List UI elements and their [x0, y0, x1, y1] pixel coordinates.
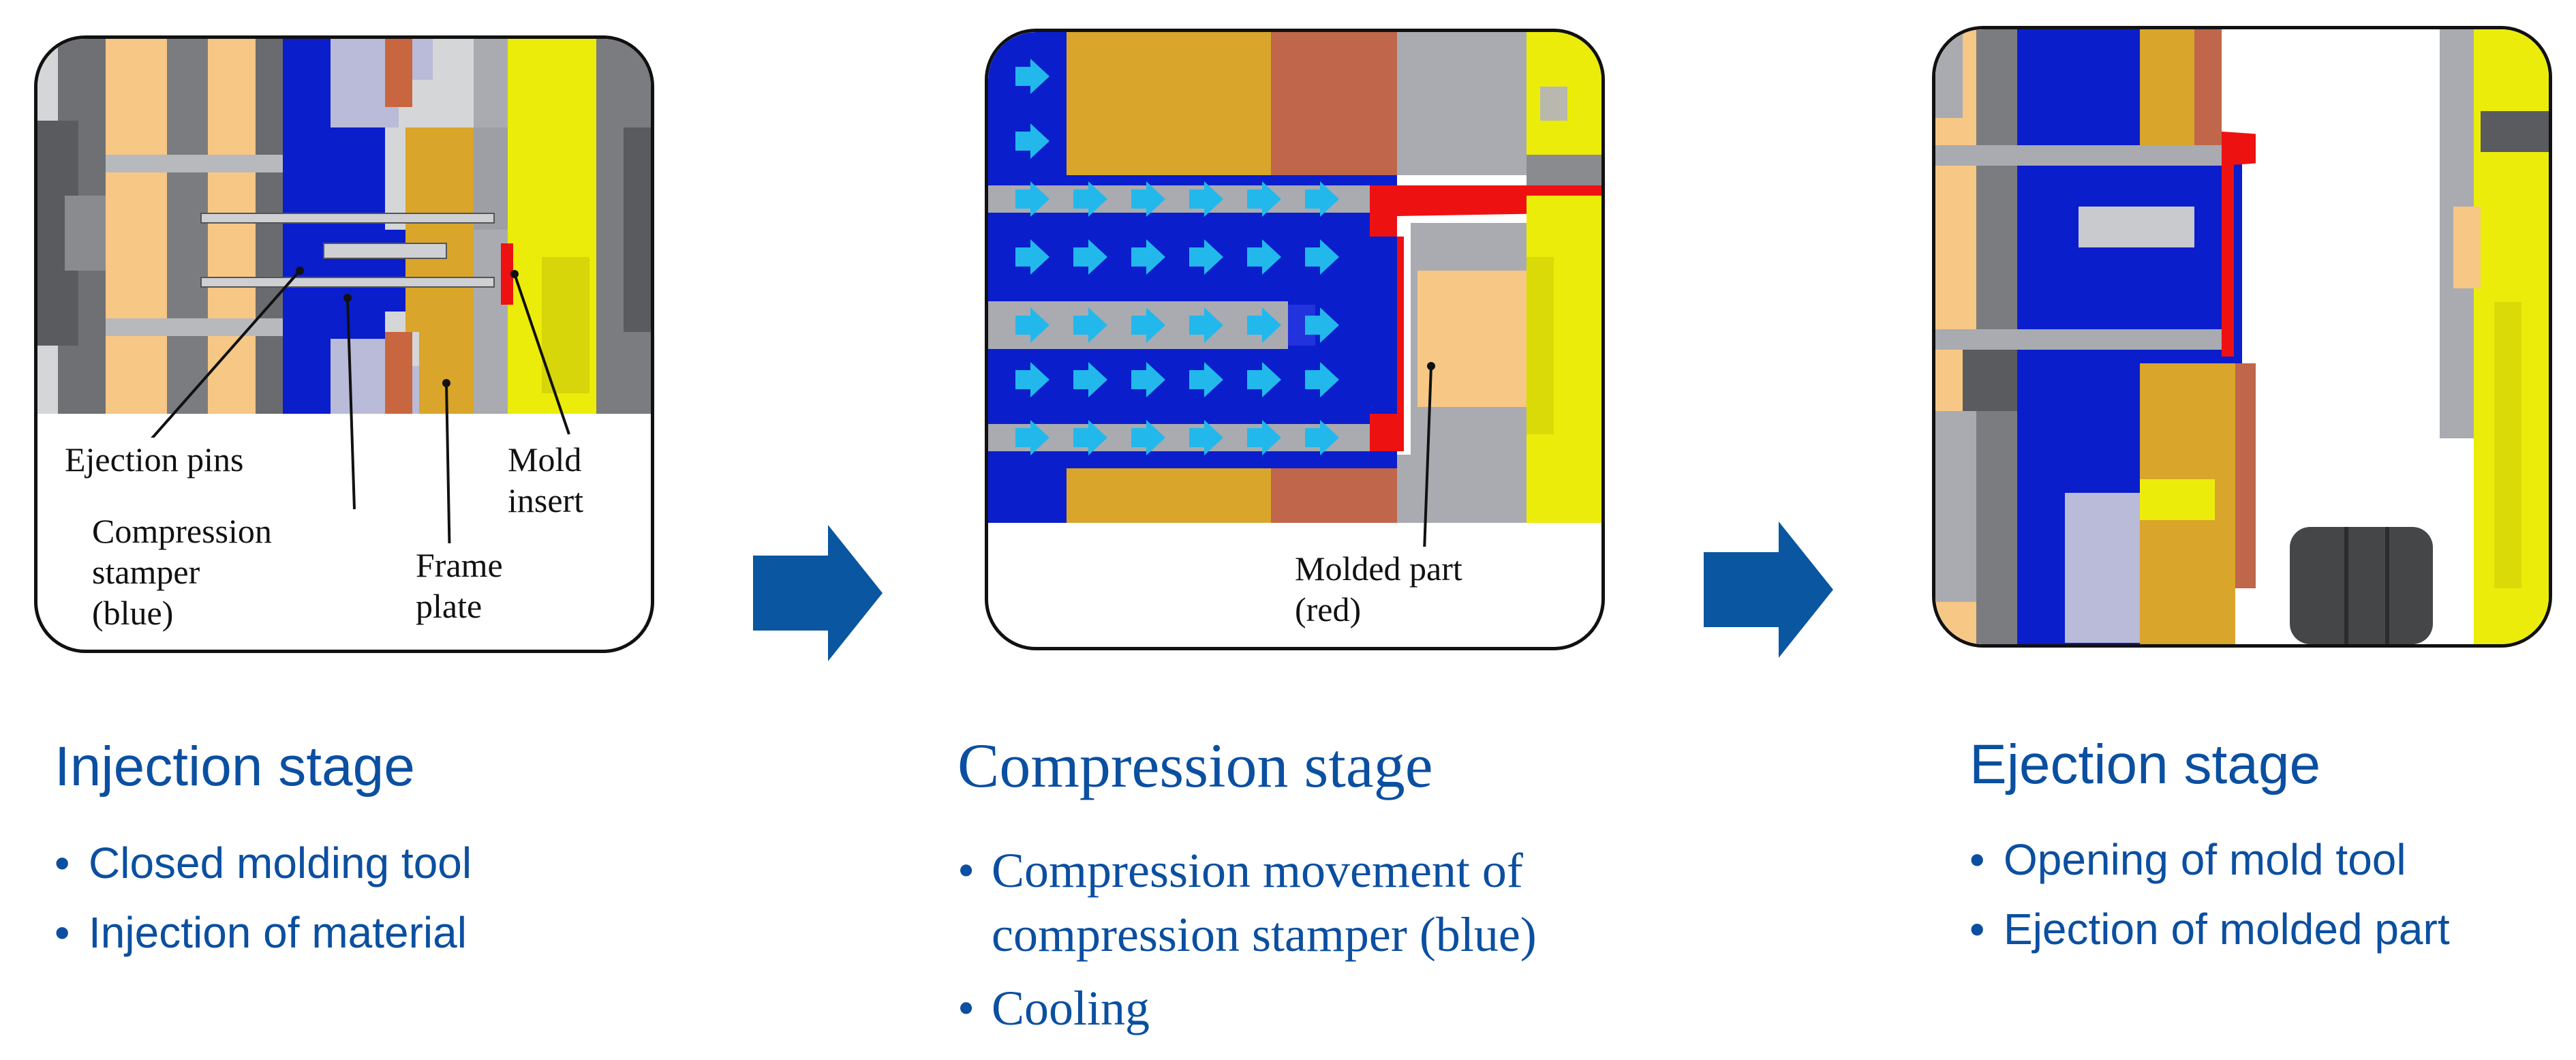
ejection-mold-cross-section — [1935, 29, 2549, 644]
bullet-item: Injection of material — [55, 898, 736, 967]
stage-arrow-1 — [753, 525, 883, 661]
callout-molded-part: Molded part (red) — [1288, 547, 1469, 631]
callout-compression-stamper: Compression stamper (blue) — [85, 509, 279, 635]
injection-mold-cross-section — [37, 39, 651, 564]
bullet-item: Ejection of molded part — [1969, 894, 2569, 964]
compression-stage-title: Compression stage — [957, 731, 1433, 800]
injection-stage-panel: Ejection pins Compression stamper (blue)… — [34, 35, 654, 653]
stage-arrow-2 — [1704, 521, 1833, 658]
injection-stage-title: Injection stage — [55, 736, 415, 798]
callout-mold-insert: Mold insert — [501, 438, 591, 522]
compression-mold-cross-section — [988, 32, 1601, 552]
injection-stage-bullets: Closed molding tool Injection of materia… — [55, 828, 736, 967]
callout-ejection-pins: Ejection pins — [58, 438, 251, 481]
ejection-stage-bullets: Opening of mold tool Ejection of molded … — [1969, 825, 2569, 964]
callout-frame-plate: Frame plate — [409, 543, 510, 628]
compression-stage-panel: Molded part (red) — [985, 29, 1605, 650]
bullet-item: Cooling — [957, 976, 1693, 1040]
bullet-item: Closed molding tool — [55, 828, 736, 898]
bullet-item: Opening of mold tool — [1969, 825, 2569, 894]
bullet-item: Compression movement of compression stam… — [957, 838, 1693, 967]
ejection-stage-panel — [1932, 26, 2552, 648]
compression-stage-bullets: Compression movement of compression stam… — [957, 838, 1693, 1040]
ejection-stage-title: Ejection stage — [1969, 733, 2321, 796]
